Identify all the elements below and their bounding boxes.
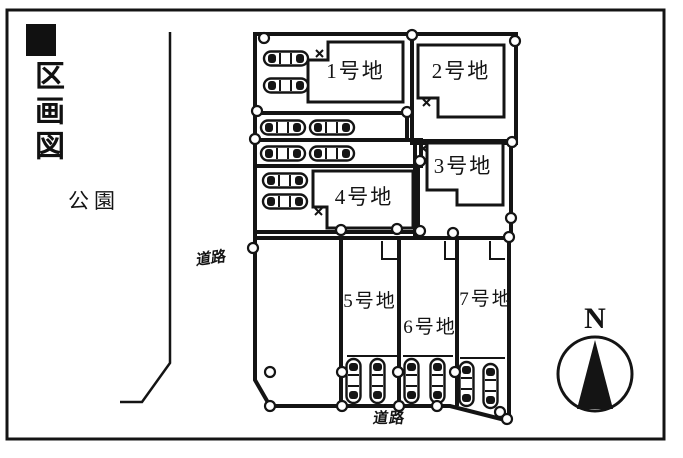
road-label-bottom: 道路 — [371, 411, 407, 427]
lot-2-house — [416, 43, 506, 119]
lot-7-label: 7号地 — [459, 289, 513, 310]
car-icon — [484, 364, 498, 408]
car-icon — [371, 359, 385, 403]
lot-5-label: 5号地 — [343, 291, 397, 312]
lot-4-house — [311, 169, 415, 230]
road-edge-line — [120, 32, 172, 404]
car-icon — [405, 359, 419, 403]
corner-mark-icon — [419, 144, 428, 153]
car-icon — [308, 119, 356, 136]
lot-6-notch — [444, 241, 455, 260]
lot-3-label: 3号地 — [433, 154, 493, 178]
corner-mark-icon — [422, 98, 431, 107]
corner-mark-icon — [314, 207, 323, 216]
car-icon — [259, 119, 307, 136]
lots-left-boundary — [253, 232, 272, 407]
compass — [556, 335, 634, 413]
setback-outlines — [347, 241, 505, 359]
map-frame — [5, 8, 666, 441]
map-title: 区画図 — [30, 60, 63, 165]
map-title-block: 区画図 — [24, 24, 68, 165]
lot-1-house — [306, 40, 405, 104]
car-icon — [262, 77, 310, 94]
lot-3-house — [425, 141, 505, 207]
house-footprints — [306, 40, 506, 230]
car-icon — [460, 362, 474, 406]
car-icon — [431, 359, 445, 403]
car-icon — [261, 172, 309, 189]
compass-needle-icon — [577, 340, 613, 409]
lot-6-label: 6号地 — [403, 317, 457, 338]
lot-2-label: 2号地 — [431, 59, 491, 83]
lot-1-label: 1号地 — [326, 59, 385, 83]
compass-circle — [556, 335, 634, 413]
title-marker-square — [26, 24, 56, 56]
compass-north-label: N — [584, 302, 606, 335]
lots-bottom-boundary — [270, 404, 506, 422]
park-label: 公園 — [68, 189, 120, 213]
car-icon — [347, 359, 361, 403]
lot-7-notch — [489, 241, 505, 260]
corner-marks — [314, 49, 431, 216]
car-icon — [261, 193, 309, 210]
corner-mark-icon — [315, 49, 324, 58]
car-icon — [262, 50, 310, 67]
car-icon — [308, 145, 356, 162]
lot-boundaries — [253, 32, 518, 422]
boundary-node-circles — [246, 28, 522, 426]
lot-5-notch — [381, 241, 397, 260]
lot-4-label: 4号地 — [334, 185, 394, 209]
car-icon — [259, 145, 307, 162]
